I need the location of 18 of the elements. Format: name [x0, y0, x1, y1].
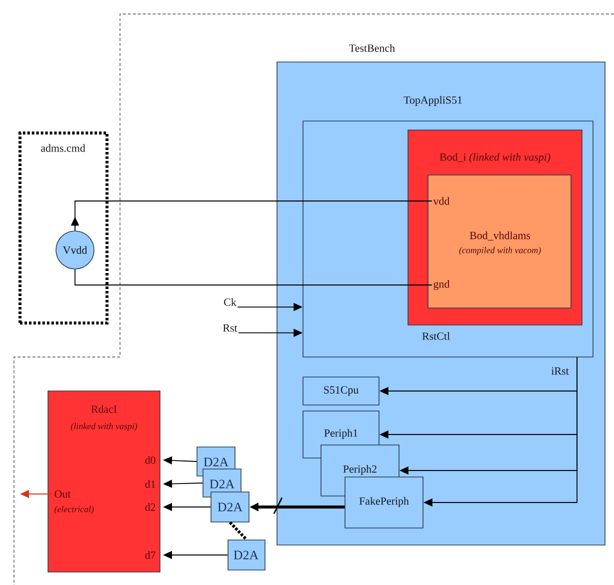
port-label: d1	[145, 480, 156, 488]
block-box: S51Cpu	[302, 376, 380, 406]
connector-line	[74, 200, 432, 232]
signal-label: Ck	[224, 298, 236, 306]
signal-label: Rst	[223, 324, 238, 332]
port-label: d7	[145, 551, 156, 559]
node-label: TestBench	[349, 44, 395, 52]
connector-line	[74, 268, 432, 286]
port-label: vdd	[433, 197, 450, 205]
block-box: FakePeriph	[344, 476, 424, 528]
port-label: gnd	[434, 280, 450, 290]
port-label: d0	[145, 456, 156, 464]
connector-line	[228, 521, 248, 541]
converter-box: D2A	[228, 540, 266, 570]
node-label: TopAppliS51	[404, 96, 462, 106]
converter-box: D2A	[210, 492, 250, 522]
port-label: d2	[145, 503, 156, 511]
port-label: Out (electrical)	[54, 490, 94, 514]
